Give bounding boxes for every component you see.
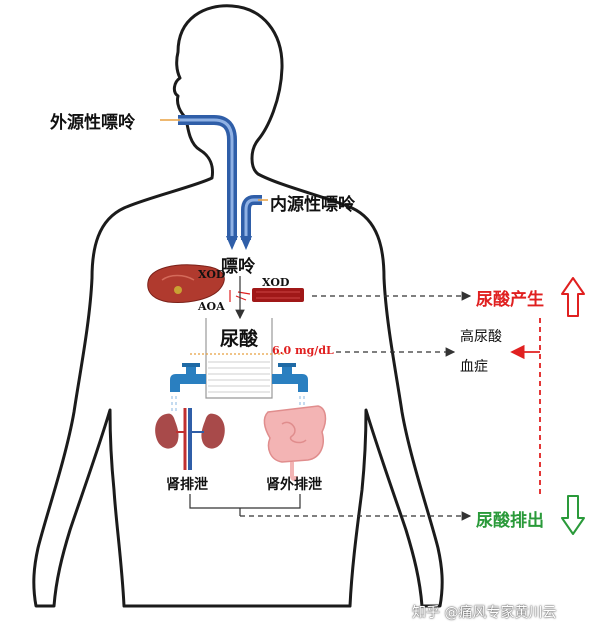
watermark: 知乎 @痛风专家黄川云	[412, 605, 557, 621]
pipe-arrow-head	[226, 236, 238, 250]
faucet-icon-left	[170, 363, 206, 392]
threshold-label: 6.0 mg/dL	[272, 344, 334, 357]
liver-icon	[147, 264, 225, 303]
faucet-icon-right	[272, 363, 308, 392]
water-drips	[171, 396, 305, 412]
excretion-label: 尿酸排出	[476, 511, 544, 531]
muscle-icon	[252, 288, 304, 302]
xod-right-label: XOD	[262, 276, 290, 289]
extrarenal-excretion-label: 肾外排泄	[266, 477, 322, 493]
body-outline	[32, 4, 444, 608]
down-arrow-icon	[561, 495, 585, 535]
purine-label: 嘌呤	[221, 257, 255, 277]
aoa-label: AOA	[198, 300, 225, 313]
renal-excretion-label: 肾排泄	[166, 477, 208, 493]
kidney-icon	[155, 408, 225, 470]
endogenous-purine-label: 内源性嘌呤	[270, 195, 355, 215]
production-label: 尿酸产生	[476, 290, 544, 310]
hyperuricemia-line1: 高尿酸	[460, 329, 502, 345]
pipe-arrow-head-2	[240, 236, 252, 250]
exogenous-purine-label: 外源性嘌呤	[50, 113, 135, 133]
uric-acid-reservoir	[190, 318, 284, 399]
endogenous-pipe	[241, 195, 262, 240]
uric-acid-label: 尿酸	[220, 328, 259, 350]
intestine-icon	[263, 405, 327, 481]
up-arrow-icon	[561, 277, 585, 317]
xod-left-label: XOD	[198, 268, 226, 281]
hyperuricemia-line2: 血症	[460, 359, 488, 375]
